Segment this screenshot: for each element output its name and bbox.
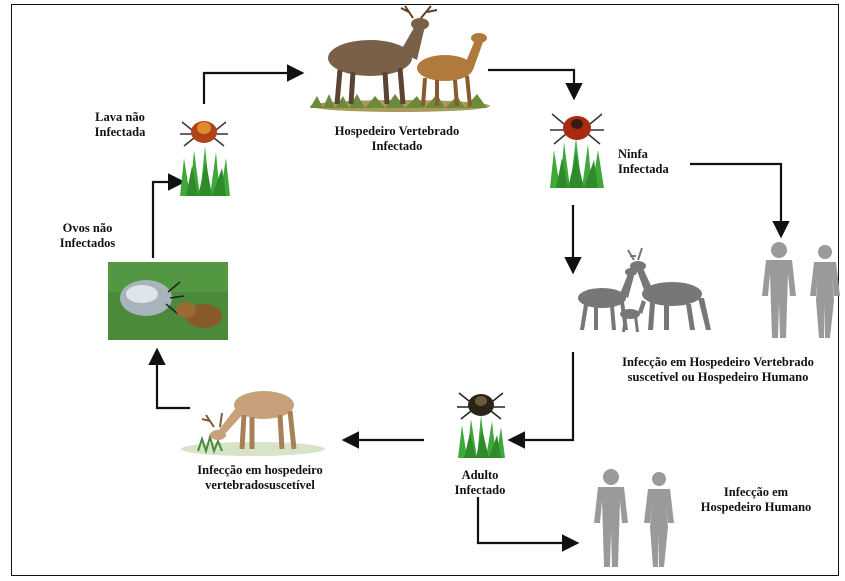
arrow-larva-to-host xyxy=(202,64,305,104)
arrow-eggs-to-larva xyxy=(151,173,186,258)
human-host-adult-icon xyxy=(594,469,674,567)
arrow-host-to-nymph xyxy=(488,68,583,101)
human-host-label: Infecção em Hospedeiro Humano xyxy=(700,485,812,514)
arrow-adult-to-human xyxy=(476,497,580,552)
susceptible-host-label: Infecção em Hospedeiro Vertebrado suscet… xyxy=(622,355,814,384)
susceptible-deer-silhouette-icon xyxy=(578,247,711,332)
larva-label: Lava não Infectada xyxy=(94,110,146,139)
nymph-tick-icon xyxy=(550,113,604,188)
arrow-susceptible-to-adult xyxy=(507,352,575,449)
human-hosts-icon xyxy=(762,242,840,338)
vertebrate-host-label: Hospedeiro Vertebrado Infectado xyxy=(334,124,460,153)
adult-label: Adulto Infectado xyxy=(454,468,506,497)
nymph-label: Ninfa Infectada xyxy=(618,147,669,176)
tick-eggs-photo xyxy=(108,262,228,340)
larva-tick-icon xyxy=(180,121,230,196)
grazing-deer-icon xyxy=(181,391,325,456)
arrow-deer-to-eggs xyxy=(148,347,190,410)
eggs-label: Ovos não Infectados xyxy=(59,221,116,250)
infected-deer-icon xyxy=(310,5,490,112)
arrow-nymph-to-human xyxy=(690,162,790,239)
adult-tick-icon xyxy=(457,392,505,458)
deer-host-label: Infecção em hospedeiro vertebradosuscetí… xyxy=(197,463,323,492)
